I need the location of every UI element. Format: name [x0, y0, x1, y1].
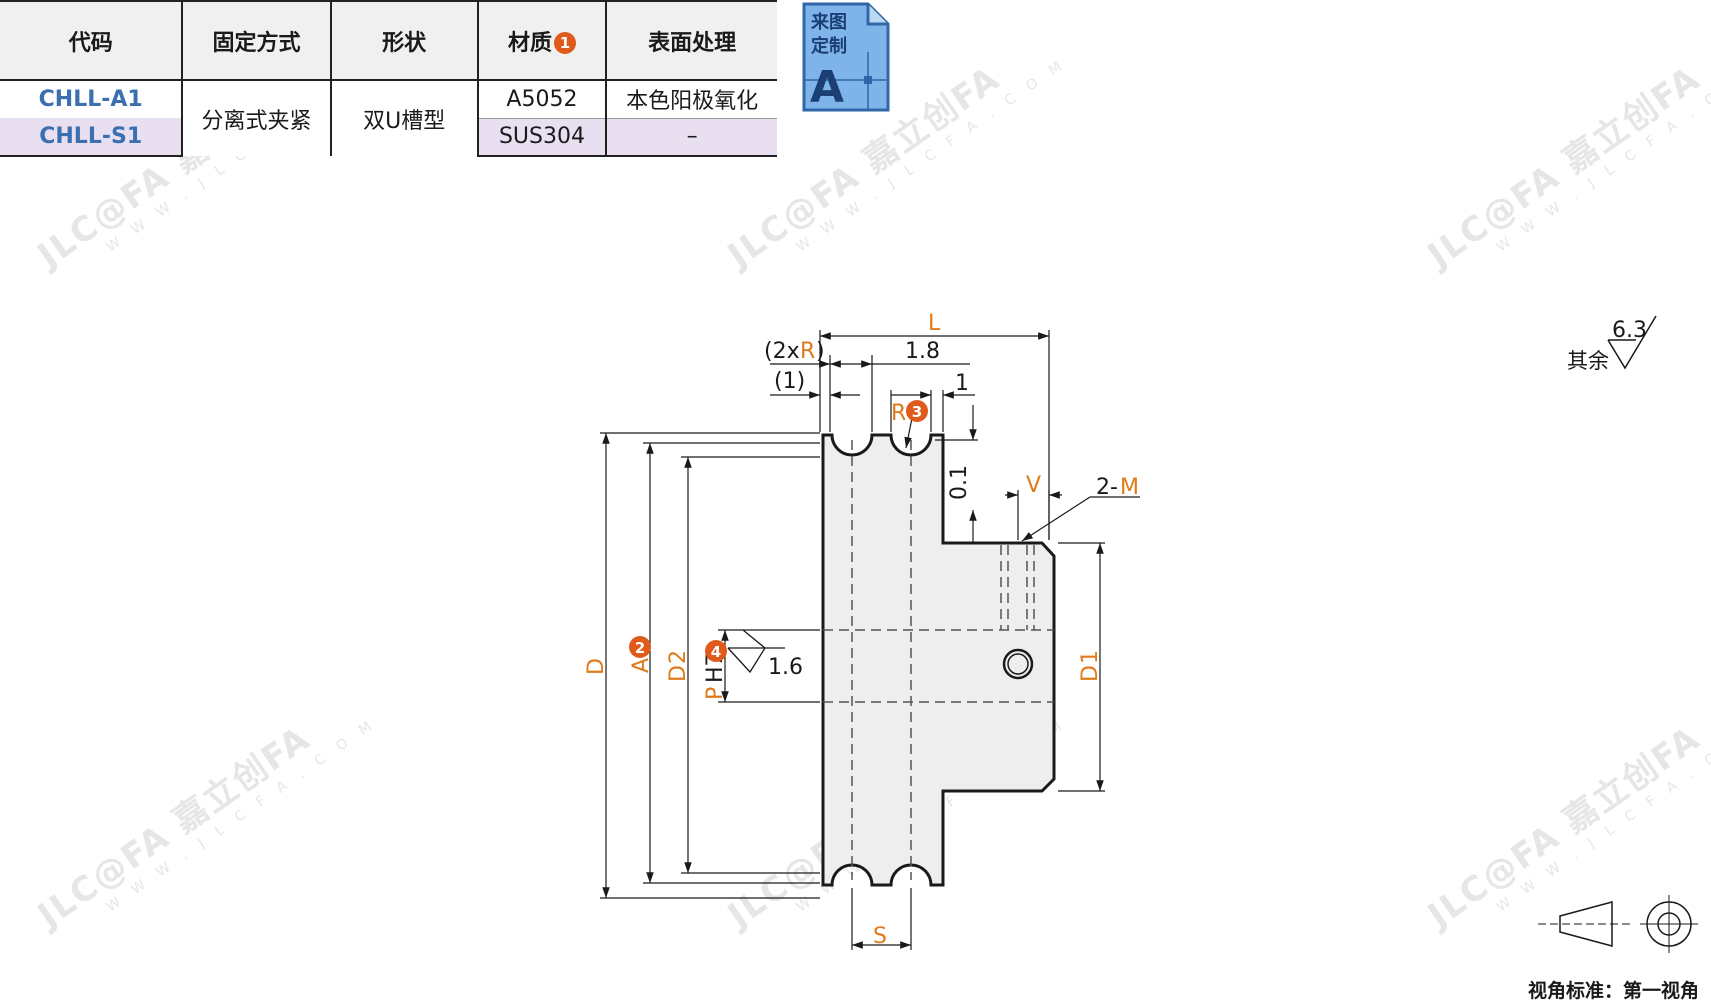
dim-M: M: [1120, 475, 1139, 500]
note-badge: [705, 640, 727, 662]
dim-2-prefix: 2-: [1096, 475, 1118, 500]
note-badge: [906, 400, 928, 422]
dim-P: P: [703, 687, 728, 700]
dim-D2: D: [666, 665, 691, 682]
surface-cell: –: [606, 118, 777, 157]
roughness-value: 1.6: [768, 655, 803, 680]
surface-cell: 本色阳极氧化: [606, 80, 777, 119]
projection-standard-label: 视角标准：第一视角: [1528, 980, 1700, 1002]
rest-roughness-label: 其余: [1567, 349, 1609, 373]
shape-cell: 双U槽型: [330, 80, 479, 156]
dim-D: D: [584, 658, 609, 675]
svg-text:4: 4: [711, 643, 721, 661]
dim-R: R: [891, 401, 906, 426]
material-cell: SUS304: [477, 118, 608, 157]
dim-2x: (2x: [764, 339, 800, 364]
first-angle-projection-icon: [1538, 895, 1698, 953]
svg-text:2: 2: [635, 639, 645, 657]
custom-drawing-badge-icon: 来图 定制 A: [802, 2, 890, 112]
dim-paren-1: (1): [774, 369, 805, 394]
material-cell: A5052: [477, 80, 608, 119]
dim-D1-sub: 1: [1078, 650, 1103, 664]
dim-L: L: [928, 311, 941, 336]
dim-1-8: 1.8: [905, 339, 940, 364]
dim-A: A: [629, 658, 654, 673]
badge-line1: 来图: [810, 12, 847, 33]
pulley-outline: [821, 433, 1056, 887]
roughness-symbol-icon: [1607, 315, 1657, 370]
dim-D1: D: [1078, 665, 1103, 682]
svg-text:3: 3: [912, 403, 922, 421]
dim-D2-sub: 2: [666, 650, 691, 664]
dim-0-1: 0.1: [947, 465, 972, 500]
table-row: CHLL-A1 分离式夹紧 双U槽型 A5052 本色阳极氧化: [0, 80, 777, 156]
dim-V: V: [1026, 473, 1041, 498]
roughness-value: 6.3: [1612, 318, 1647, 343]
dim-2x-R: R: [800, 339, 815, 364]
fixing-cell: 分离式夹紧: [182, 80, 332, 156]
header-code: 代码: [0, 0, 184, 81]
roughness-symbol-icon: [727, 629, 785, 674]
badge-line2: 定制: [811, 35, 847, 57]
badge-letter: A: [810, 62, 844, 112]
dim-1: 1: [955, 371, 969, 396]
hidden-lines: [823, 440, 1054, 880]
material-badge: 1: [553, 31, 576, 54]
code-cell: CHLL-S1: [0, 118, 184, 157]
extension-lines: [600, 330, 1105, 950]
dim-2x-close: ): [816, 339, 825, 364]
dimension-lines: [602, 332, 1140, 949]
code-cell: CHLL-A1: [0, 80, 184, 118]
header-fixing: 固定方式: [182, 0, 332, 81]
header-shape: 形状: [330, 0, 479, 81]
dim-S: S: [873, 924, 887, 949]
note-badge: [629, 636, 651, 658]
tapped-hole: [1002, 648, 1034, 680]
header-surface: 表面处理: [606, 0, 777, 81]
